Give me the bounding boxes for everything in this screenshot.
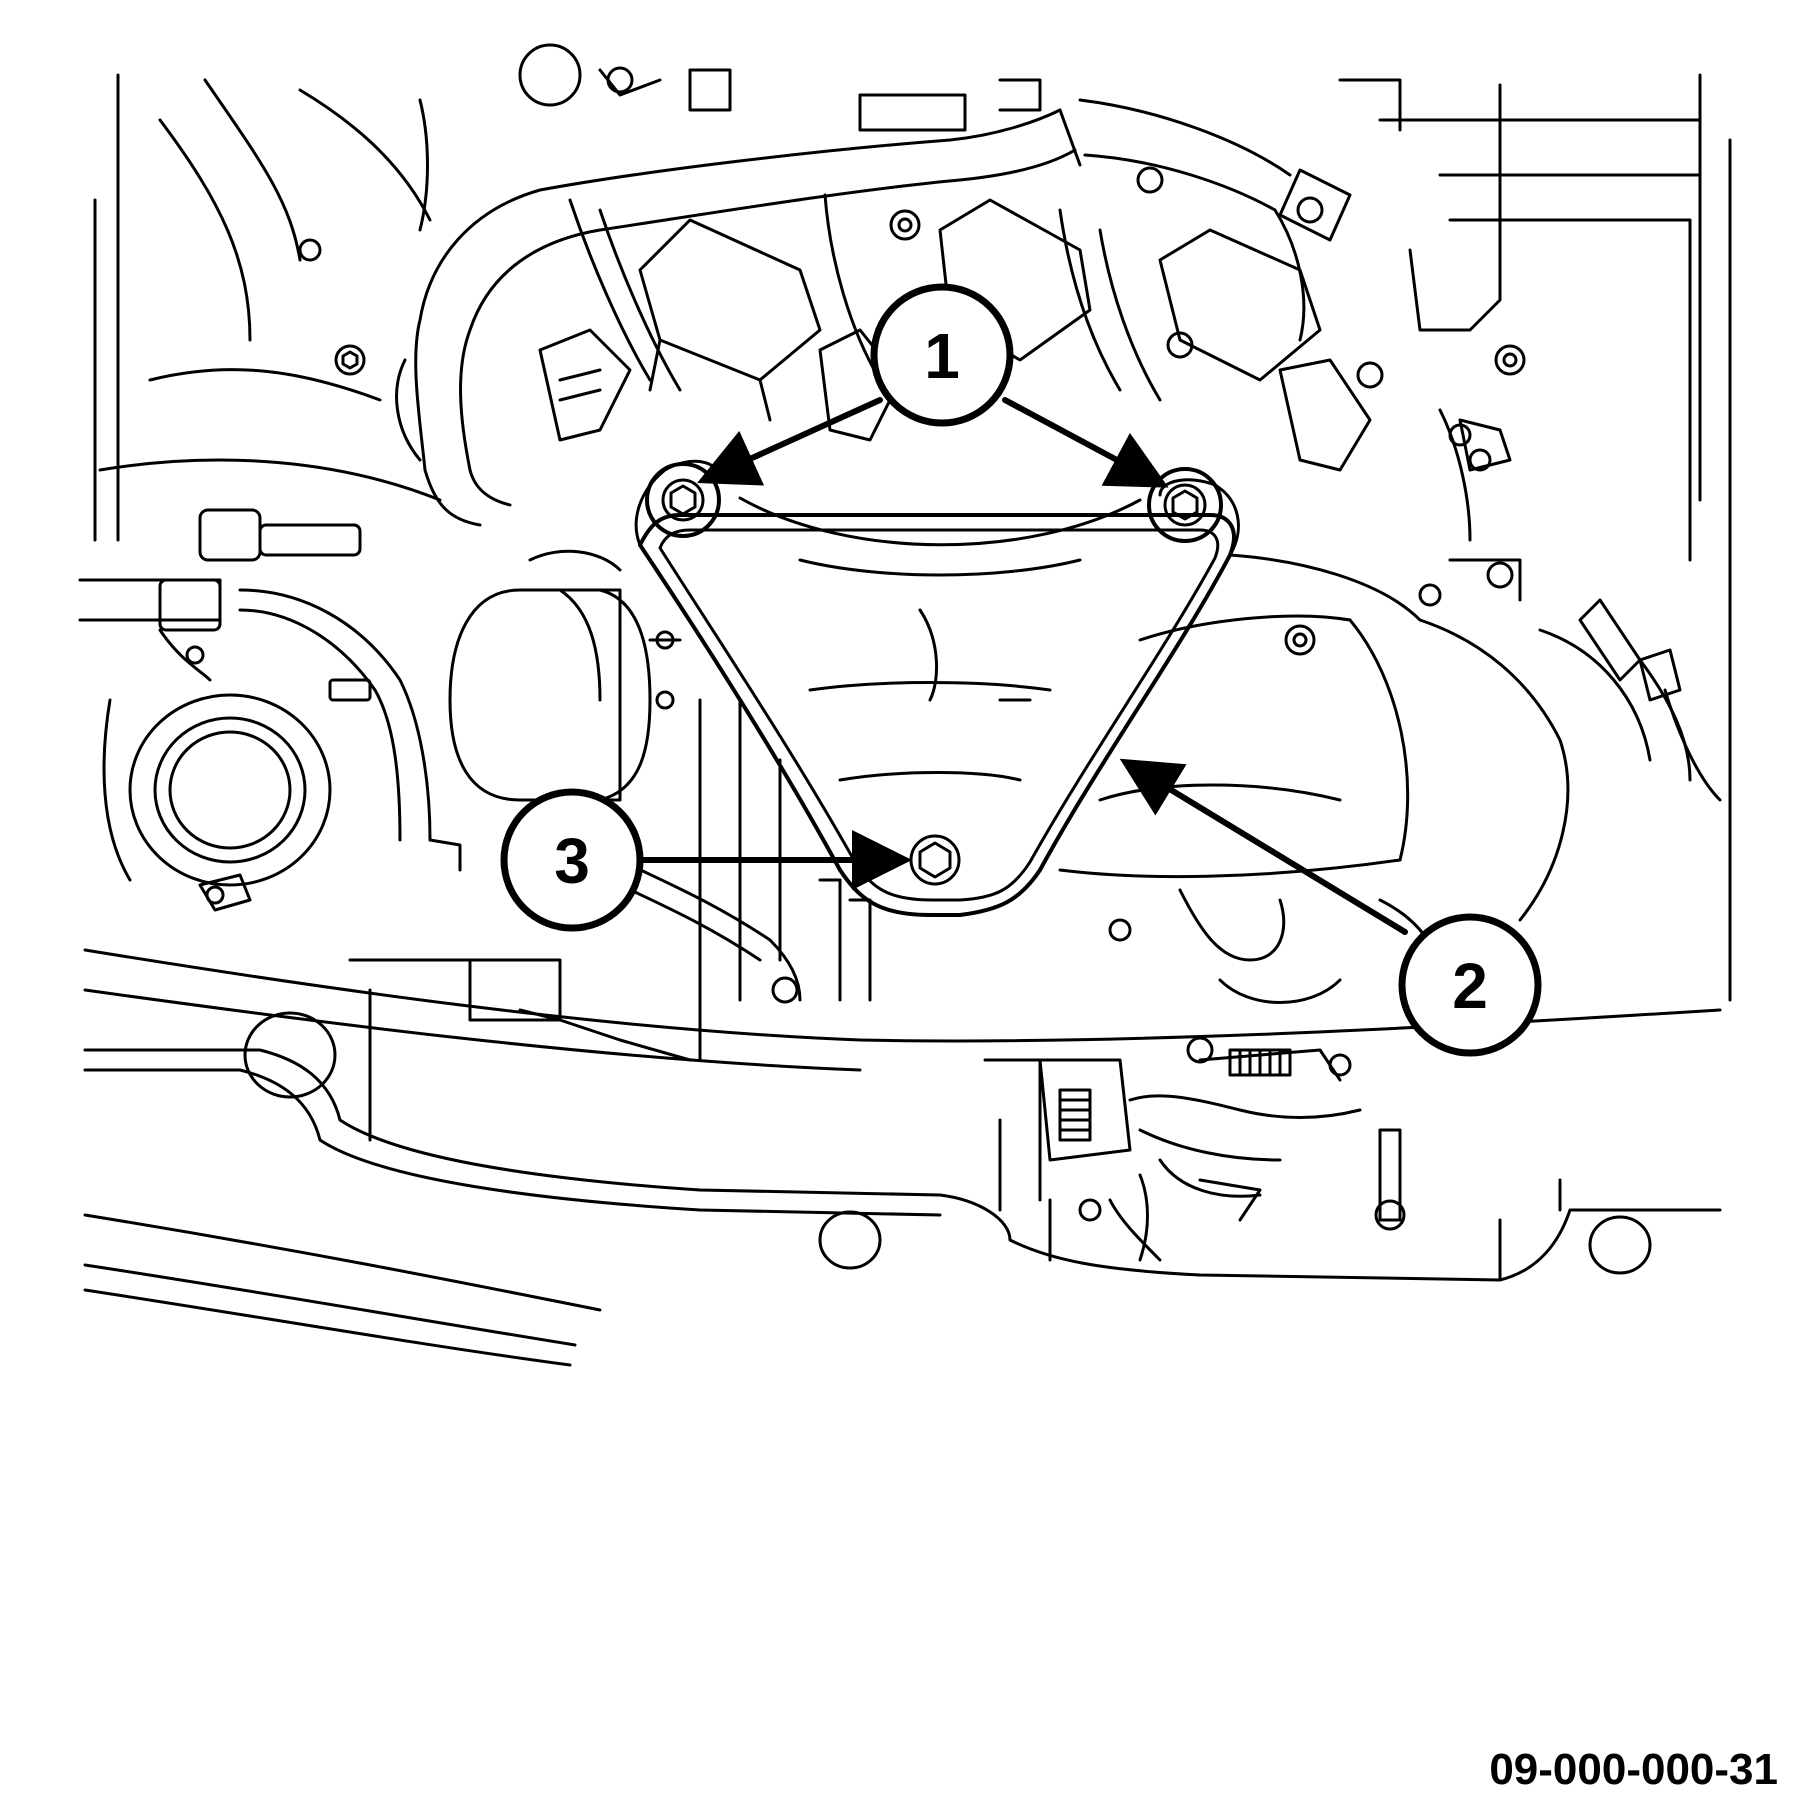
arrow-1-right: [1002, 397, 1169, 488]
upper-bolt-left: [645, 462, 721, 538]
wiring-harness: [568, 193, 1512, 542]
ignition-coil-right: [1158, 228, 1526, 472]
callout-arrows: [637, 397, 1408, 935]
coolant-hose: [395, 98, 1352, 527]
other-bolts: [334, 166, 1514, 942]
arrow-2: [1119, 758, 1408, 935]
left-fittings: [78, 508, 462, 872]
oxygen-sensor: [1638, 648, 1722, 802]
figure-id-label: 09-000-000-31: [1489, 1745, 1778, 1794]
callout-3-number: 3: [554, 825, 590, 897]
callout-2: 2: [1398, 913, 1542, 1057]
background-engine-lines: [93, 43, 1732, 1002]
callout-3: 3: [500, 788, 644, 932]
turbo-actuator: [448, 549, 682, 802]
hood-latch: [1038, 1036, 1406, 1262]
heat-shield: [634, 459, 1240, 917]
intake-ring: [102, 693, 332, 912]
upper-bolt-right: [1147, 467, 1223, 543]
ignition-coil-left: [538, 218, 822, 442]
arrow-1-left: [697, 397, 883, 486]
callout-2-number: 2: [1452, 950, 1488, 1022]
lower-bolt: [909, 834, 961, 886]
callout-1-number: 1: [924, 320, 960, 392]
callout-1: 1: [870, 283, 1014, 427]
